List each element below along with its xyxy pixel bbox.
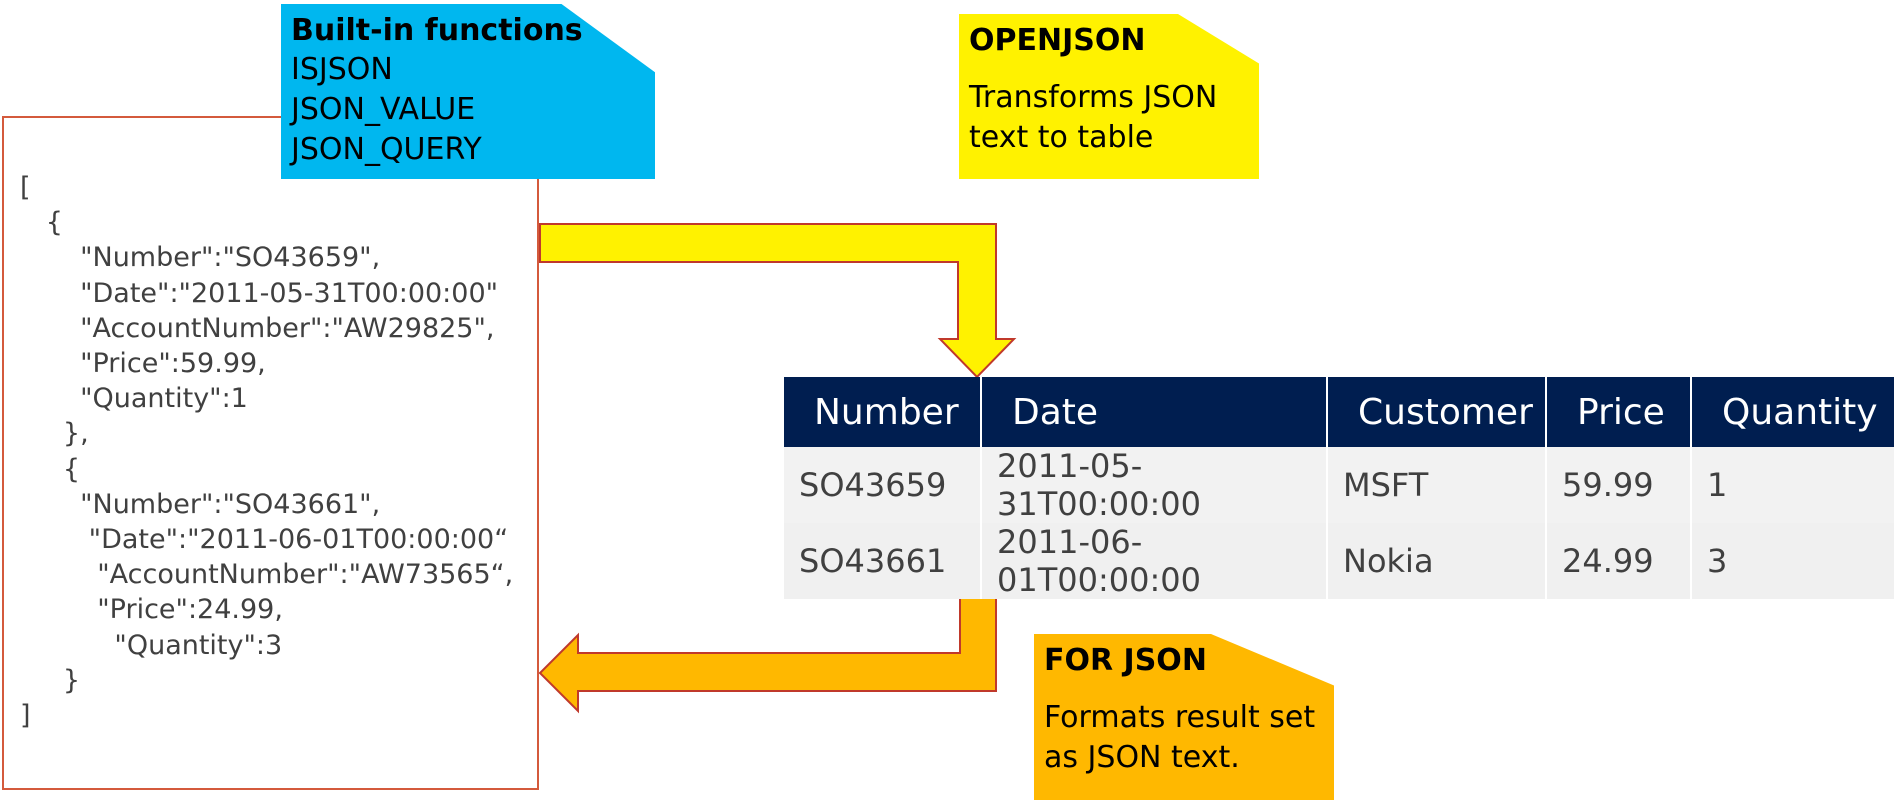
- cell-date: 2011-05-31T00:00:00: [981, 447, 1328, 523]
- cell-quantity: 3: [1691, 523, 1895, 599]
- cell-price: 24.99: [1546, 523, 1692, 599]
- json-text-line: "Price":24.99,: [20, 594, 283, 626]
- json-text-line: "Number":"SO43659",: [20, 242, 381, 274]
- table-row: SO43659 2011-05-31T00:00:00 MSFT 59.99 1: [784, 447, 1895, 523]
- header-customer: Customer: [1327, 377, 1547, 447]
- cell-price: 59.99: [1546, 447, 1692, 523]
- json-text-line: "Price":59.99,: [20, 348, 266, 379]
- forjson-description-line-2: as JSON text.: [1044, 740, 1240, 775]
- openjson-callout: OPENJSON Transforms JSON text to table: [959, 14, 1259, 179]
- json-text-line: "Quantity":1: [20, 383, 248, 415]
- json-text-line: "AccountNumber":"AW73565“,: [20, 559, 514, 591]
- json-text-line: [: [20, 172, 31, 203]
- header-quantity: Quantity: [1691, 377, 1895, 447]
- result-table: Number Date Customer Price Quantity SO43…: [784, 377, 1895, 599]
- builtin-function-isjson: ISJSON: [291, 52, 393, 87]
- openjson-title: OPENJSON: [969, 23, 1146, 58]
- cell-customer: Nokia: [1327, 523, 1547, 599]
- json-text-line: },: [20, 418, 89, 450]
- json-text-line: "Quantity":3: [20, 629, 283, 661]
- openjson-description-line-1: Transforms JSON: [969, 80, 1218, 115]
- json-text-line: {: [20, 207, 63, 239]
- builtin-function-json-query: JSON_QUERY: [291, 132, 482, 167]
- cell-quantity: 1: [1691, 447, 1895, 523]
- cell-customer: MSFT: [1327, 447, 1547, 523]
- builtin-function-json-value: JSON_VALUE: [291, 92, 476, 127]
- builtin-functions-title: Built-in functions: [291, 13, 583, 48]
- forjson-arrow: [538, 558, 997, 714]
- json-text-line: }: [20, 664, 81, 696]
- json-text-line: {: [20, 453, 81, 485]
- json-text-line: "Date":"2011-06-01T00:00:00“: [20, 524, 509, 555]
- header-price: Price: [1546, 377, 1692, 447]
- openjson-description-line-2: text to table: [969, 120, 1154, 155]
- header-date: Date: [981, 377, 1328, 447]
- table-header-row: Number Date Customer Price Quantity: [784, 377, 1895, 447]
- json-text-line: "AccountNumber":"AW29825",: [20, 312, 495, 344]
- json-text-line: ]: [20, 700, 31, 731]
- json-text-line: "Date":"2011-05-31T00:00:00": [20, 277, 499, 309]
- forjson-title: FOR JSON: [1044, 643, 1207, 678]
- builtin-functions-callout: Built-in functions ISJSON JSON_VALUE JSO…: [281, 4, 655, 179]
- json-text-box: [ { "Number":"SO43659", "Date":"2011-05-…: [2, 116, 539, 790]
- forjson-description-line-1: Formats result set: [1044, 700, 1316, 735]
- cell-number: SO43659: [784, 447, 982, 523]
- table-row: SO43661 2011-06-01T00:00:00 Nokia 24.99 …: [784, 523, 1895, 599]
- cell-number: SO43661: [784, 523, 982, 599]
- header-number: Number: [784, 377, 982, 447]
- cell-date: 2011-06-01T00:00:00: [981, 523, 1328, 599]
- json-text-line: "Number":"SO43661",: [20, 488, 381, 520]
- openjson-arrow: [539, 223, 1017, 379]
